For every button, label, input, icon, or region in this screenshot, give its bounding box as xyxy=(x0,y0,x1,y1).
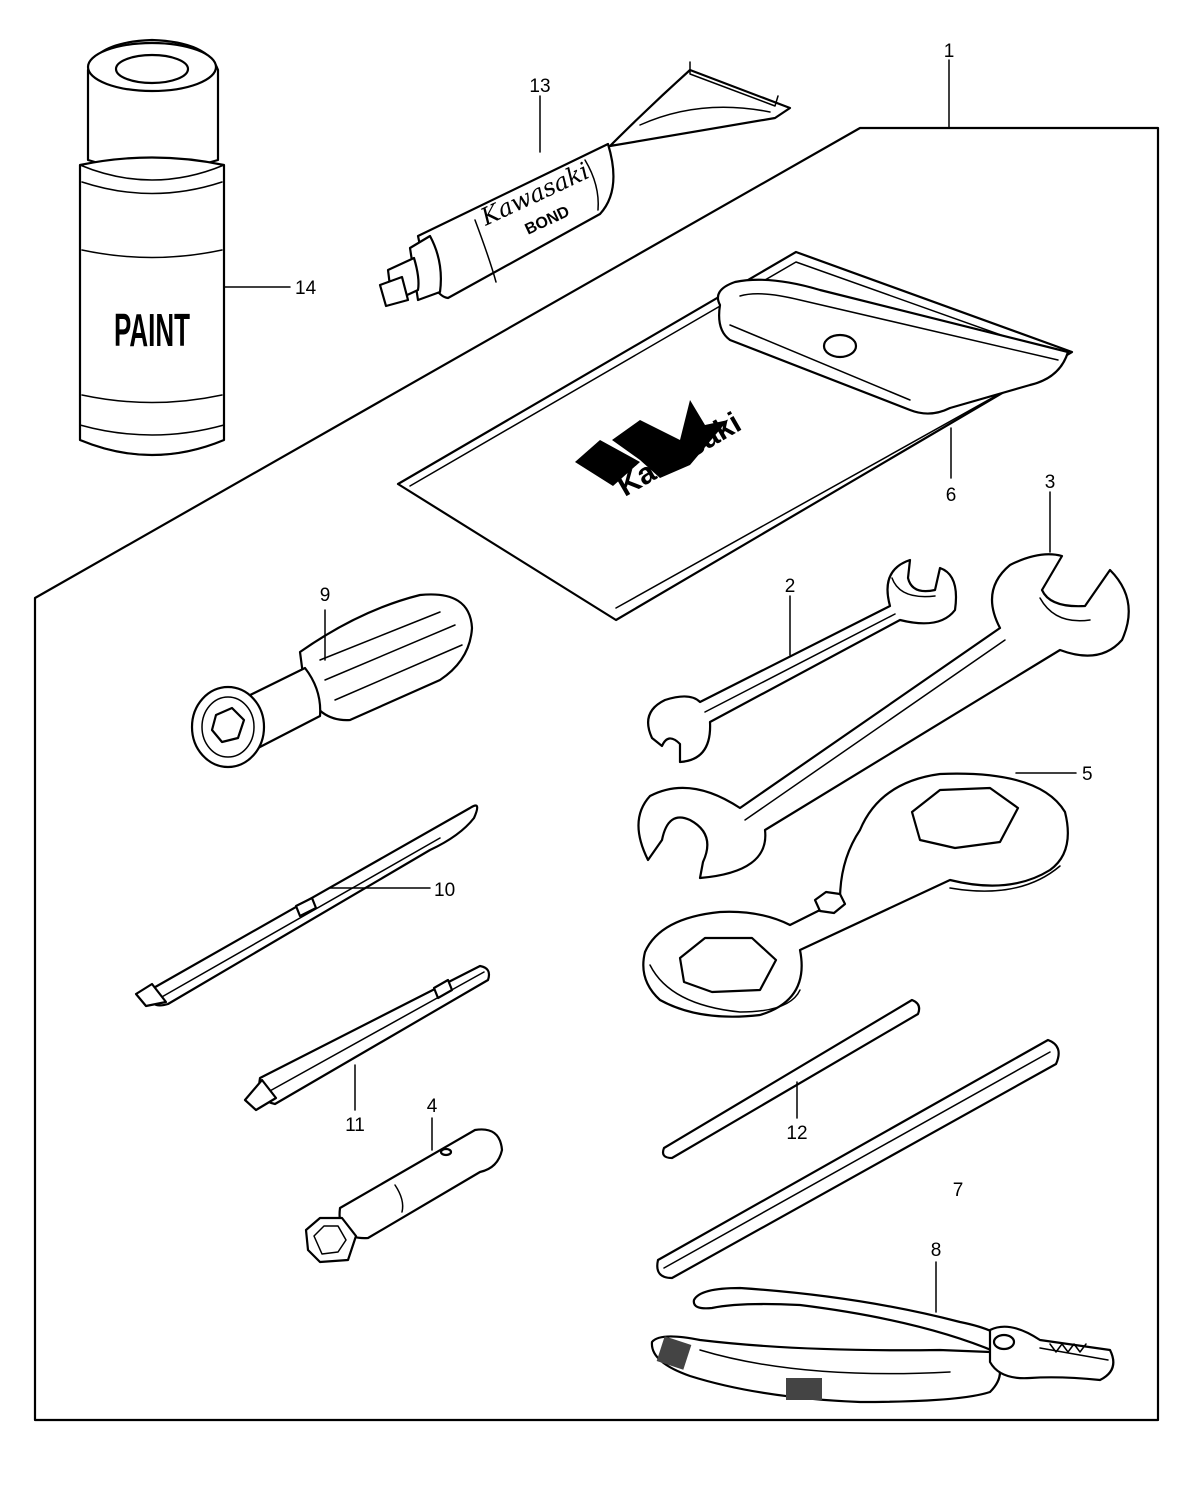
callout-10: 10 xyxy=(434,880,455,901)
toolkit-outline: 1 xyxy=(33,41,1160,1422)
callout-9: 9 xyxy=(320,585,331,606)
callout-7: 7 xyxy=(953,1180,964,1201)
large-wrench: 3 xyxy=(637,472,1130,880)
paint-can: PAINT 14 xyxy=(78,38,317,457)
callout-1: 1 xyxy=(944,41,955,62)
spark-plug-socket: 4 xyxy=(304,1096,504,1264)
screwdriver-bit-long: 10 xyxy=(134,804,479,1008)
callout-8: 8 xyxy=(931,1240,942,1261)
small-wrench: 2 xyxy=(647,558,958,764)
pliers: 8 xyxy=(650,1240,1115,1404)
callout-13: 13 xyxy=(529,76,550,97)
callout-6: 6 xyxy=(946,485,957,506)
callout-2: 2 xyxy=(785,576,796,597)
callout-4: 4 xyxy=(427,1096,438,1117)
callout-5: 5 xyxy=(1082,764,1093,785)
tool-pouch: Kawasaki 6 xyxy=(396,250,1074,622)
callout-3: 3 xyxy=(1045,472,1056,493)
box-wrench: 5 xyxy=(642,764,1093,1018)
screwdriver-handle: 9 xyxy=(190,585,474,769)
paint-label: PAINT xyxy=(114,304,190,356)
callout-12: 12 xyxy=(786,1123,807,1144)
callout-11: 11 xyxy=(345,1115,365,1136)
screwdriver-bit-short: 11 xyxy=(243,964,491,1136)
callout-14: 14 xyxy=(295,278,317,299)
bond-tube: Kawasaki BOND 13 xyxy=(378,61,792,308)
tommy-bar-thick: 7 xyxy=(656,1038,1060,1280)
tommy-bar-thin: 12 xyxy=(661,998,921,1160)
